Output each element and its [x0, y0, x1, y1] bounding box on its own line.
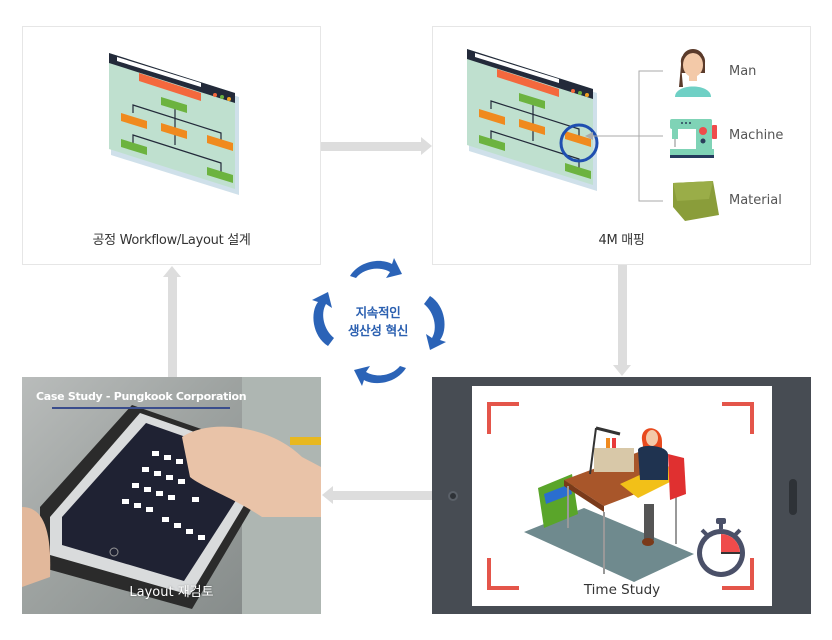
- mapping-connector: [585, 70, 663, 202]
- step-label-mapping: 4M 매핑: [598, 233, 645, 248]
- step-label-review: Layout 재검토: [129, 585, 214, 600]
- tablet-screen: Time Study: [472, 386, 772, 606]
- case-study-photo: Case Study - Pungkook Corporation Layout…: [22, 377, 321, 614]
- tablet-camera-icon: [448, 491, 458, 501]
- case-study-title: Case Study - Pungkook Corporation: [36, 390, 247, 403]
- tablet-photo-illustration: [22, 377, 321, 614]
- four-m-label-machine: Machine: [729, 128, 784, 143]
- step-card-design: 공정 Workflow/Layout 설계: [22, 26, 321, 265]
- cycle-center-label: 지속적인 생산성 혁신: [332, 304, 424, 340]
- fabric-icon: [673, 181, 719, 221]
- workflow-screen-icon: [109, 53, 239, 195]
- focus-bracket-bl: [487, 558, 519, 590]
- case-study-underline: [52, 407, 230, 409]
- tablet-home-button: [789, 479, 797, 515]
- stopwatch-icon: [697, 518, 745, 577]
- sewing-machine-icon: [670, 119, 717, 158]
- focus-bracket-tl: [487, 402, 519, 434]
- cycle-label-line2: 생산성 혁신: [347, 323, 409, 338]
- sewing-worker-illustration: [524, 426, 694, 582]
- flow-arrow-right: [321, 137, 432, 155]
- workflow-screen-mapped-icon: [467, 49, 599, 191]
- flow-arrow-down: [613, 265, 631, 376]
- step-card-mapping: Man Machine Material 4M 매핑: [432, 26, 811, 265]
- flow-arrow-left: [322, 486, 433, 504]
- woman-avatar-icon: [675, 49, 711, 97]
- four-m-label-material: Material: [729, 193, 782, 208]
- focus-bracket-br: [722, 558, 754, 590]
- focus-bracket-tr: [722, 402, 754, 434]
- cycle-arrows-icon: [312, 258, 446, 386]
- four-m-label-man: Man: [729, 64, 757, 79]
- step-label-time-study: Time Study: [583, 582, 661, 598]
- step-label-design: 공정 Workflow/Layout 설계: [92, 233, 251, 248]
- flow-arrow-up: [163, 266, 181, 377]
- step-card-time-study: Time Study: [432, 377, 811, 614]
- cycle-label-line1: 지속적인: [355, 305, 401, 320]
